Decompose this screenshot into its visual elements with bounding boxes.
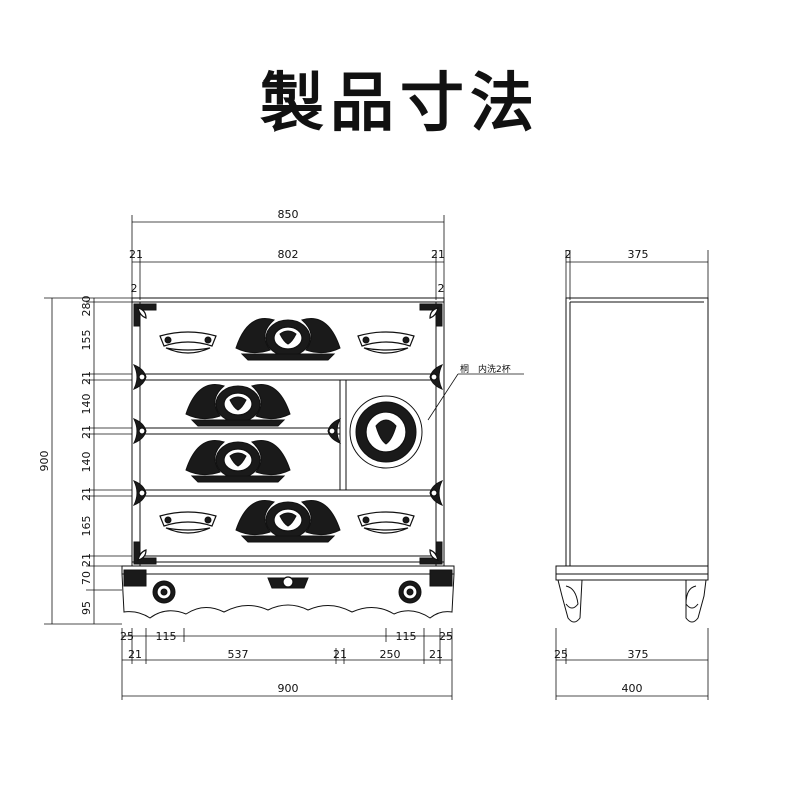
side-leg-front [557,579,583,623]
dim-21-bottom-b: 21 [333,648,347,661]
dim-537: 537 [228,648,249,661]
dim-850: 850 [278,208,299,221]
page-title: 製品寸法 [260,66,540,141]
side-body [565,297,709,567]
side-dim-25: 25 [554,648,568,661]
dim-900-height: 900 [38,451,51,472]
dim-140-b: 140 [80,452,93,473]
dim-115-left: 115 [156,630,177,643]
base-skirt [121,573,455,619]
dim-2-left: 2 [131,282,138,295]
dim-2-right: 2 [438,282,445,295]
dim-21-bottom-c: 21 [429,648,443,661]
side-dim-2: 2 [565,248,572,261]
dim-25-right: 25 [439,630,453,643]
dim-140-a: 140 [80,394,93,415]
dim-280: 280 [80,296,93,317]
dim-25-left: 25 [120,630,134,643]
dim-115-right: 115 [396,630,417,643]
dim-250: 250 [380,648,401,661]
dim-802: 802 [278,248,299,261]
side-view: 2 375 25 375 400 [554,248,709,700]
dim-21-b: 21 [80,425,93,439]
dim-21-right: 21 [431,248,445,261]
dim-21-bottom-a: 21 [128,648,142,661]
front-view: 850 21 802 21 2 2 [38,208,524,700]
side-leg-back [685,579,707,623]
side-dim-400: 400 [622,682,643,695]
dim-21-left: 21 [129,248,143,261]
side-dim-375-bottom: 375 [628,648,649,661]
dim-155: 155 [80,330,93,351]
dim-21-a: 21 [80,371,93,385]
side-dim-375-top: 375 [628,248,649,261]
door-round-ornament [349,395,423,469]
note-label: 桐 内洗2杯 [460,363,511,375]
dim-900-width: 900 [278,682,299,695]
dim-95: 95 [80,601,93,615]
dim-21-d: 21 [80,553,93,567]
dim-70: 70 [80,571,93,585]
dim-21-c: 21 [80,487,93,501]
dim-165: 165 [80,516,93,537]
